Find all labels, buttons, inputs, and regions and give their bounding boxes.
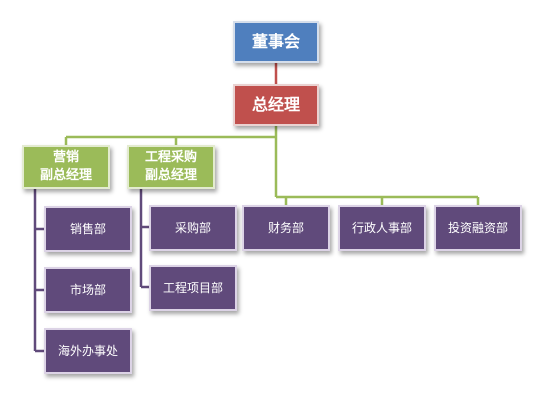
vp-marketing-line1: 营销 [52, 150, 79, 166]
vp-engineering-line1: 工程采购 [144, 150, 197, 166]
dept-label-purchasing: 采购部 [174, 220, 211, 235]
vp-marketing-box: 营销 副总经理 [22, 145, 110, 189]
general-manager-label: 总经理 [251, 95, 300, 115]
dept-label-sales: 销售部 [69, 221, 106, 236]
dept-box-admin-hr: 行政人事部 [338, 205, 426, 251]
dept-label-overseas: 海外办事处 [57, 343, 118, 358]
dept-label-finance: 财务部 [267, 220, 304, 235]
vp-engineering-box: 工程采购 副总经理 [127, 145, 215, 189]
vp-engineering-line2: 副总经理 [144, 168, 197, 183]
dept-box-project: 工程项目部 [149, 265, 237, 311]
board-label: 董事会 [251, 32, 300, 52]
dept-box-market: 市场部 [44, 267, 132, 313]
dept-box-investment: 投资融资部 [434, 205, 522, 251]
dept-box-purchasing: 采购部 [149, 205, 237, 251]
dept-label-admin-hr: 行政人事部 [351, 220, 412, 235]
vp-marketing-line2: 副总经理 [39, 168, 92, 183]
board-box: 董事会 [233, 21, 319, 63]
dept-box-overseas: 海外办事处 [44, 328, 132, 374]
dept-box-sales: 销售部 [44, 206, 132, 252]
dept-label-project: 工程项目部 [162, 280, 223, 295]
dept-box-finance: 财务部 [242, 205, 330, 251]
dept-label-investment: 投资融资部 [447, 220, 508, 235]
general-manager-box: 总经理 [233, 84, 319, 126]
dept-label-market: 市场部 [69, 282, 106, 297]
